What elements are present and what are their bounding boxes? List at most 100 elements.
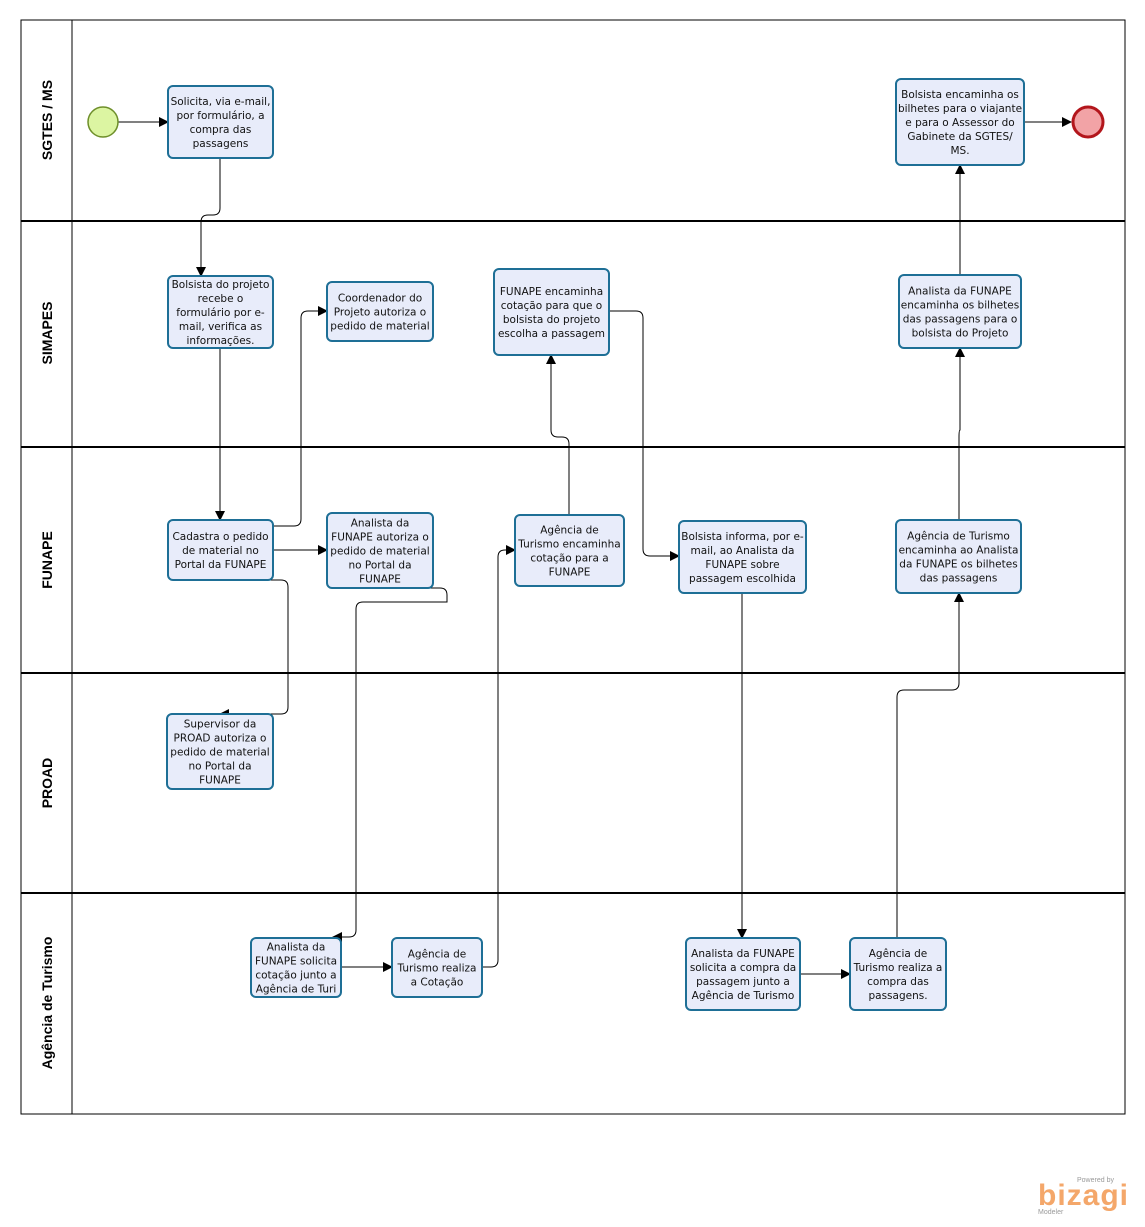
task-text-line: Agência de — [408, 948, 467, 960]
task-text-line: passagens — [193, 138, 249, 150]
task-text-line: Analista da — [351, 517, 410, 529]
task-text-line: bolsista do Projeto — [912, 327, 1009, 339]
flow-t9-t10 — [546, 354, 570, 514]
task-box[interactable] — [250, 937, 342, 998]
task-box[interactable] — [326, 281, 434, 342]
pool — [20, 19, 1126, 1115]
task-text-line: compra das — [190, 124, 252, 136]
task-t1[interactable]: Solicita, via e-mail, por formulário, a co… — [167, 85, 274, 159]
task-box[interactable] — [685, 937, 801, 1011]
task-t14[interactable]: Agência de Turismo encaminha ao Analista d… — [895, 519, 1022, 594]
flow-t10-t11 — [609, 310, 680, 561]
task-text-line: Portal da FUNAPE — [175, 559, 267, 571]
task-text-line: FUNAPE autoriza o — [331, 531, 429, 543]
flow-t14-t15 — [955, 347, 965, 520]
task-t5[interactable]: Analista da FUNAPE autoriza o pedido de ma… — [326, 512, 434, 589]
task-text-line: da FUNAPE os bilhetes — [899, 558, 1017, 570]
task-text-line: Agência de — [869, 948, 928, 960]
task-text-line: Analista da FUNAPE — [908, 285, 1012, 297]
start-event[interactable] — [87, 106, 119, 138]
task-text-line: escolha a passagem — [498, 328, 605, 340]
lane-label-proad: PROAD — [39, 758, 55, 809]
task-text-line: FUNAPE encaminha — [500, 286, 603, 298]
brand-name-text: bizagi — [1038, 1179, 1129, 1212]
task-box[interactable] — [678, 520, 807, 594]
task-text-line: de material no — [182, 545, 259, 557]
task-box[interactable] — [167, 85, 274, 159]
task-text-line: cotação para a — [530, 552, 608, 564]
task-box[interactable] — [326, 512, 434, 589]
task-text-line: no Portal da — [348, 559, 411, 571]
task-text-line: Solicita, via e-mail, — [171, 96, 271, 108]
flow-t8-t9 — [482, 545, 516, 968]
lane-label-sgtes: SGTES / MS — [39, 80, 55, 160]
task-box[interactable] — [166, 713, 274, 790]
task-box[interactable] — [391, 937, 483, 998]
task-t11[interactable]: Bolsista informa, por e-mail, ao Analist… — [678, 520, 807, 594]
task-text-line: Agência de Turi — [256, 983, 337, 995]
task-box[interactable] — [849, 937, 947, 1011]
task-text-line: informações. — [187, 335, 255, 347]
tasks-layer: Solicita, via e-mail, por formulário, a co… — [166, 78, 1025, 1011]
task-text-line: passagem escolhida — [689, 573, 796, 585]
task-text-line: a Cotação — [411, 976, 464, 988]
task-box[interactable] — [167, 275, 274, 349]
task-text-line: das passagens — [920, 572, 998, 584]
task-text-line: Coordenador do — [338, 292, 422, 304]
task-text-line: passagem junto a — [696, 976, 790, 988]
task-text-line: cotação para que o — [501, 300, 602, 312]
task-text-line: pedido de material — [330, 545, 429, 557]
end-event[interactable] — [1071, 105, 1105, 139]
task-box[interactable] — [898, 274, 1022, 349]
task-text-line: Agência de Turismo — [907, 530, 1010, 542]
task-text-line: mail, verifica as — [179, 321, 262, 333]
task-text-line: formulário por e- — [176, 307, 265, 319]
task-box[interactable] — [895, 78, 1025, 166]
task-box[interactable] — [493, 268, 610, 356]
task-text-line: Turismo realiza a — [853, 962, 943, 974]
task-text-line: recebe o — [198, 293, 244, 305]
task-text-line: Analista da — [267, 941, 326, 953]
flow-t4-t6 — [219, 579, 289, 719]
task-text-line: FUNAPE — [199, 774, 241, 786]
brand-sub-text: Modeler — [1038, 1209, 1064, 1216]
task-text-line: pedido de material — [330, 320, 429, 332]
task-text-line: MS. — [950, 145, 969, 157]
task-text-line: por formulário, a — [177, 110, 265, 122]
flow-t1-t2 — [196, 158, 221, 277]
flow-t4-t3 — [273, 306, 328, 527]
task-text-line: bilhetes para o viajante — [898, 103, 1022, 115]
lane-label-simapes: SIMAPES — [39, 301, 55, 364]
task-text-line: e para o Assessor do — [905, 117, 1014, 129]
task-text-line: FUNAPE — [359, 573, 401, 585]
task-text-line: FUNAPE — [549, 566, 591, 578]
task-text-line: encaminha ao Analista — [899, 544, 1019, 556]
task-text-line: FUNAPE solicita — [255, 955, 337, 967]
task-text-line: pedido de material — [170, 746, 269, 758]
task-text-line: encaminha os bilhetes — [901, 299, 1019, 311]
task-text-line: Gabinete da SGTES/ — [907, 131, 1013, 143]
task-box[interactable] — [895, 519, 1022, 594]
task-text-line: Analista da FUNAPE — [691, 948, 795, 960]
task-text-line: mail, ao Analista da — [691, 545, 795, 557]
task-text-line: compra das — [867, 976, 929, 988]
task-box[interactable] — [167, 519, 274, 581]
flow-t13-t14 — [896, 592, 964, 938]
task-box[interactable] — [514, 514, 625, 587]
task-text-line: Agência de Turismo — [692, 990, 795, 1002]
task-text-line: FUNAPE sobre — [705, 559, 779, 571]
sequence-flows — [118, 117, 1072, 979]
